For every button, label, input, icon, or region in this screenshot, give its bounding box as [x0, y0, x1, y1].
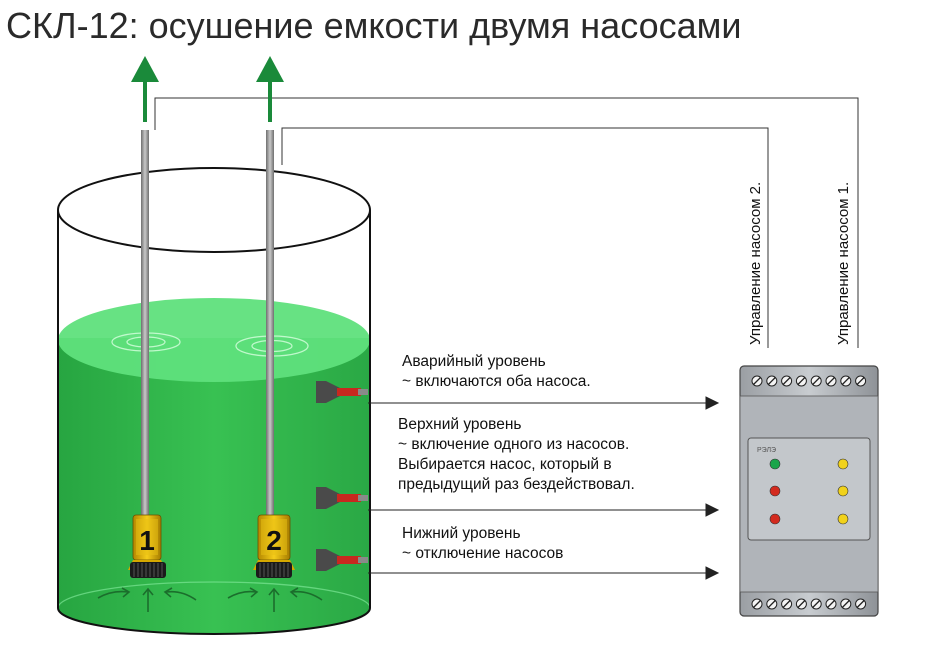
top-terminal-slot	[841, 377, 850, 385]
led-yellow-2	[837, 485, 849, 497]
bottom-terminal-slot	[841, 600, 850, 608]
bottom-terminal-slot	[812, 600, 821, 608]
outlet-arrow-1	[131, 56, 159, 122]
top-terminal-slot	[782, 377, 791, 385]
level-lower-label: Нижний уровень ~ отключение насосов	[402, 525, 563, 562]
led-yellow-1	[837, 458, 849, 470]
led-green-1	[769, 458, 781, 470]
top-terminal-slot	[812, 377, 821, 385]
top-terminal-slot	[767, 377, 776, 385]
electrode-upper	[316, 487, 368, 509]
top-terminal-slot	[753, 377, 761, 385]
terminals-top	[751, 375, 867, 387]
bottom-terminal-slot	[767, 600, 776, 608]
control-wires	[154, 97, 859, 348]
top-terminal-slot	[827, 377, 835, 385]
bottom-terminal-slot	[856, 600, 865, 608]
control-label-pump-1: Управление насосом 1.	[835, 182, 852, 345]
control-label-pump-2: Управление насосом 2.	[747, 182, 764, 345]
top-terminal-slot	[797, 377, 806, 385]
top-terminal-slot	[856, 377, 865, 385]
suction-arrows	[97, 587, 323, 612]
pipe-1	[141, 130, 149, 520]
led-red-1	[769, 485, 781, 497]
bottom-terminal-slot	[827, 600, 835, 608]
outlet-arrow-2	[256, 56, 284, 122]
led-red-2	[769, 513, 781, 525]
pump-1-number: 1	[139, 525, 155, 556]
led-yellow-3	[837, 513, 849, 525]
level-upper-label: Верхний уровень ~ включение одного из на…	[398, 416, 635, 493]
bottom-terminal-slot	[782, 600, 791, 608]
electrode-lower	[316, 549, 368, 571]
relay-device: РЭЛЭ	[739, 365, 879, 617]
device-logo: РЭЛЭ	[757, 447, 776, 454]
level-signal-arrows	[368, 396, 720, 580]
water-surface	[58, 298, 370, 382]
electrode-emergency	[316, 381, 368, 403]
terminals-bottom	[751, 598, 867, 610]
pump-2: 2	[253, 514, 295, 578]
diagram-title: СКЛ-12: осушение емкости двумя насосами	[6, 5, 742, 46]
bottom-terminal-slot	[753, 600, 761, 608]
pipe-2	[266, 130, 274, 520]
level-emergency-label: Аварийный уровень ~ включаются оба насос…	[402, 353, 591, 390]
bottom-terminal-slot	[797, 600, 806, 608]
pump-1: 1	[128, 514, 166, 578]
pump-2-number: 2	[266, 525, 282, 556]
